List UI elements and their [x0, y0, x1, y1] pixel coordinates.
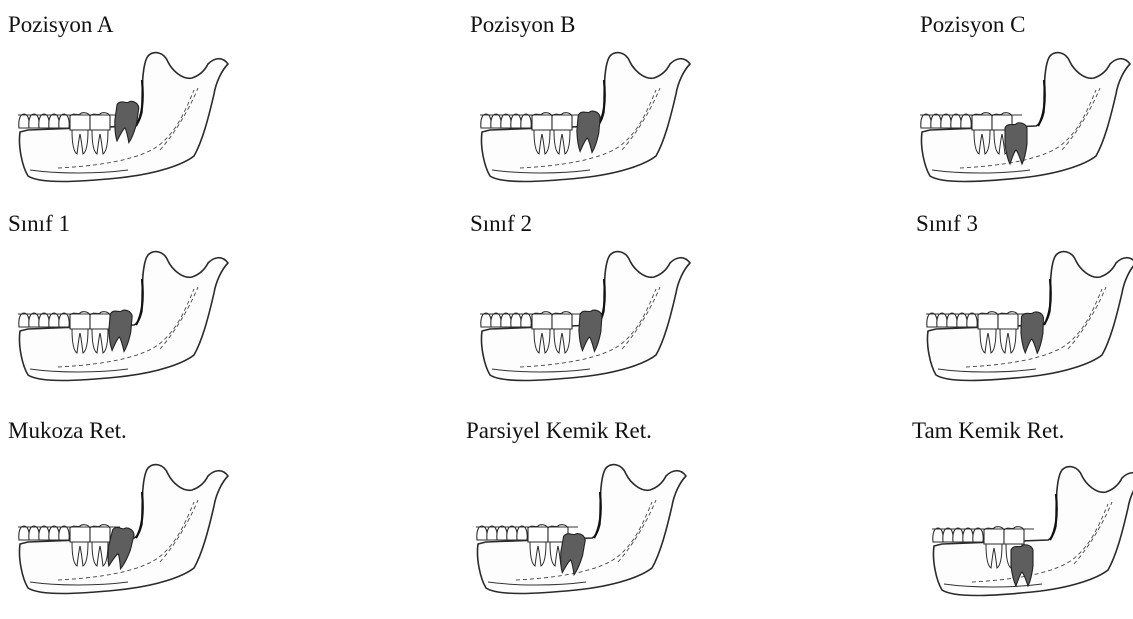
incisor-crown: [497, 526, 507, 540]
incisor-crown: [951, 114, 961, 128]
incisor-crown: [931, 114, 941, 128]
panel-class-3: Sınıf 3: [916, 211, 1133, 411]
incisor-crown: [501, 313, 511, 327]
incisor-crown: [957, 313, 967, 327]
incisor-crown: [39, 114, 49, 128]
panel-position-c: Pozisyon C: [920, 12, 1133, 212]
panel-position-a: Pozisyon A: [8, 12, 308, 212]
incisor-crown: [943, 528, 953, 542]
incisor-crown: [39, 313, 49, 327]
panel-label: Tam Kemik Ret.: [912, 418, 1064, 444]
incisor-crown: [491, 313, 501, 327]
incisor-crown: [927, 313, 937, 327]
incisor-crown: [511, 114, 521, 128]
mandible-illustration: [8, 50, 238, 205]
incisor-crown: [937, 313, 947, 327]
mandible-drawing: [466, 456, 696, 606]
panel-partial-bone-retention: Parsiyel Kemik Ret.: [466, 418, 766, 618]
incisor-crown: [521, 313, 531, 327]
mandible-drawing: [470, 249, 700, 399]
incisor-crown: [19, 114, 29, 128]
mandible-drawing: [912, 456, 1133, 606]
incisor-crown: [947, 313, 957, 327]
incisor-crown: [59, 114, 69, 128]
panel-class-1: Sınıf 1: [8, 211, 308, 411]
incisor-crown: [49, 313, 59, 327]
incisor-crown: [59, 313, 69, 327]
incisor-crown: [507, 526, 517, 540]
panel-label: Mukoza Ret.: [8, 418, 127, 444]
mandible-drawing: [920, 50, 1133, 200]
incisor-crown: [481, 313, 491, 327]
panel-label: Pozisyon A: [8, 12, 113, 38]
incisor-crown: [29, 526, 39, 540]
incisor-crown: [941, 114, 951, 128]
incisor-crown: [953, 528, 963, 542]
mandible-illustration: [920, 50, 1133, 205]
incisor-crown: [19, 313, 29, 327]
incisor-crown: [961, 114, 971, 128]
incisor-crown: [477, 526, 487, 540]
mandible-illustration: [466, 456, 696, 611]
mandible-drawing: [8, 456, 238, 606]
panel-class-2: Sınıf 2: [470, 211, 770, 411]
incisor-crown: [973, 528, 983, 542]
incisor-crown: [501, 114, 511, 128]
panel-label: Sınıf 1: [8, 211, 70, 237]
incisor-crown: [49, 526, 59, 540]
mandible-illustration: [916, 249, 1133, 404]
incisor-crown: [967, 313, 977, 327]
panel-label: Parsiyel Kemik Ret.: [466, 418, 652, 444]
incisor-crown: [29, 313, 39, 327]
incisor-crown: [59, 526, 69, 540]
incisor-crown: [39, 526, 49, 540]
panel-label: Pozisyon C: [920, 12, 1025, 38]
mandible-illustration: [470, 50, 700, 205]
incisor-crown: [487, 526, 497, 540]
mandible-outline: [933, 467, 1133, 596]
panel-mucosa-retention: Mukoza Ret.: [8, 418, 308, 618]
panel-label: Sınıf 2: [470, 211, 532, 237]
mandible-drawing: [8, 50, 238, 200]
mandible-illustration: [8, 456, 238, 611]
incisor-crown: [511, 313, 521, 327]
panel-label: Pozisyon B: [470, 12, 575, 38]
incisor-crown: [521, 114, 531, 128]
incisor-crown: [19, 526, 29, 540]
incisor-crown: [29, 114, 39, 128]
incisor-crown: [933, 528, 943, 542]
incisor-crown: [481, 114, 491, 128]
incisor-crown: [517, 526, 527, 540]
mandible-drawing: [470, 50, 700, 200]
mandible-drawing: [916, 249, 1133, 399]
mandible-illustration: [470, 249, 700, 404]
incisor-crown: [491, 114, 501, 128]
mandible-illustration: [912, 456, 1133, 611]
mandible-drawing: [8, 249, 238, 399]
incisor-crown: [49, 114, 59, 128]
panel-position-b: Pozisyon B: [470, 12, 770, 212]
mandible-illustration: [8, 249, 238, 404]
incisor-crown: [921, 114, 931, 128]
incisor-crown: [963, 528, 973, 542]
panel-label: Sınıf 3: [916, 211, 978, 237]
panel-full-bone-retention: Tam Kemik Ret.: [912, 418, 1133, 618]
